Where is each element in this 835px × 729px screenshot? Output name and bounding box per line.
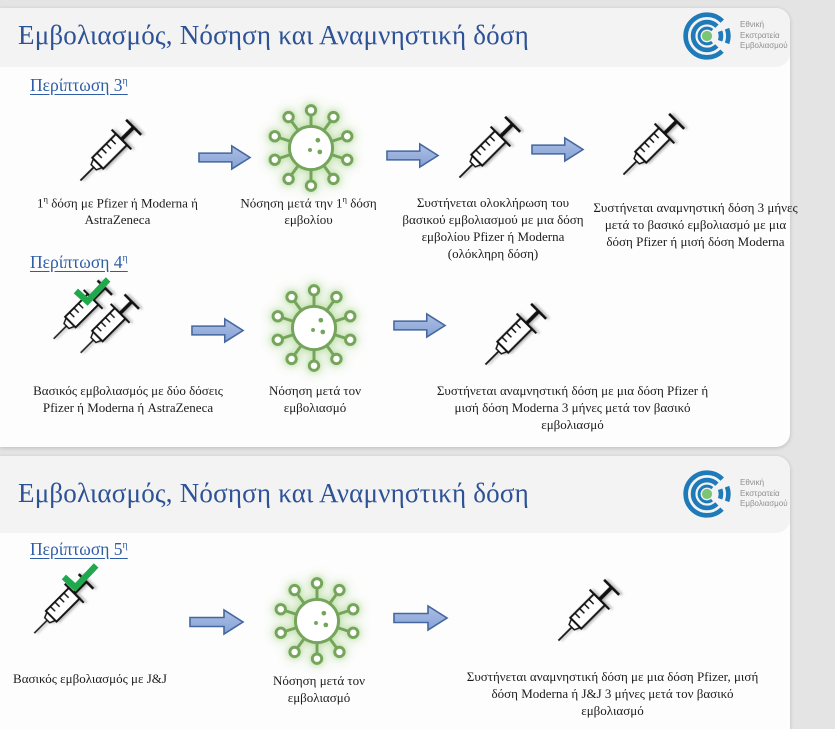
case-5-step-1-caption: Βασικός εμβολιασμός με J&J: [13, 671, 167, 686]
campaign-logo-icon: [681, 468, 733, 520]
campaign-logo-icon: [681, 10, 733, 62]
virus-icon: [267, 281, 361, 375]
case-3-heading: Περίπτωση 3η: [30, 75, 128, 95]
campaign-logo-text: Εθνική Εκστρατεία Εμβολιασμού: [740, 478, 788, 509]
arrow-icon: [191, 317, 245, 349]
slide-1-header: Εμβολιασμός, Νόσηση και Αναμνηστική δόση…: [0, 8, 790, 67]
syringe-icon: [611, 98, 703, 190]
case-3-step-1-caption: 1η δόση με Pfizer ή Moderna ή AstraZenec…: [37, 194, 198, 228]
syringe-icon: [447, 101, 539, 193]
page-title: Εμβολιασμός, Νόσηση και Αναμνηστική δόση: [18, 20, 529, 50]
virus-icon: [264, 101, 358, 195]
arrow-icon: [189, 608, 245, 641]
double-syringe-icon: [42, 276, 177, 381]
case-4-heading: Περίπτωση 4η: [30, 252, 128, 272]
arrow-icon: [393, 312, 447, 344]
checkmark-icon: [60, 562, 100, 597]
page-title: Εμβολιασμός, Νόσηση και Αναμνηστική δόση: [18, 478, 529, 508]
syringe-icon: [68, 104, 160, 196]
arrow-icon: [198, 144, 252, 176]
arrow-icon: [531, 136, 585, 168]
slide-2: Εμβολιασμός, Νόσηση και Αναμνηστική δόση…: [0, 456, 790, 729]
case-4-step-3-caption: Συστήνεται αναμνηστική δόση με μια δόση …: [436, 383, 709, 433]
syringe-icon: [546, 564, 638, 656]
slide-1: Εμβολιασμός, Νόσηση και Αναμνηστική δόση…: [0, 8, 798, 447]
checkmark-icon: [72, 276, 112, 311]
syringe-checked-icon: [20, 562, 130, 662]
case-5-step-2-caption: Νόσηση μετά τον εμβολιασμό: [272, 673, 366, 706]
campaign-logo-text: Εθνική Εκστρατεία Εμβολιασμού: [740, 20, 788, 51]
case-3-step-3-caption: Συστήνεται ολοκλήρωση του βασικού εμβολι…: [402, 195, 584, 262]
virus-icon: [270, 574, 364, 668]
campaign-logo: Εθνική Εκστρατεία Εμβολιασμού: [681, 10, 788, 62]
case-3-step-4-caption: Συστήνεται αναμνηστική δόση 3 μήνες μετά…: [593, 200, 798, 250]
case-4-step-2-caption: Νόσηση μετά τον εμβολιασμό: [268, 383, 362, 416]
arrow-icon: [386, 142, 440, 174]
arrow-icon: [393, 604, 449, 637]
syringe-icon: [473, 288, 565, 380]
campaign-logo: Εθνική Εκστρατεία Εμβολιασμού: [681, 468, 788, 520]
case-5-step-3-caption: Συστήνεται αναμνηστική δόση με μια δόση …: [466, 669, 759, 719]
slide-2-header: Εμβολιασμός, Νόσηση και Αναμνηστική δόση…: [0, 456, 790, 533]
case-5-heading: Περίπτωση 5η: [30, 539, 128, 559]
case-4-step-1-caption: Βασικός εμβολιασμός με δύο δόσεις Pfizer…: [33, 383, 223, 416]
case-3-step-2-caption: Νόσηση μετά την 1η δόση εμβολίου: [240, 194, 377, 228]
